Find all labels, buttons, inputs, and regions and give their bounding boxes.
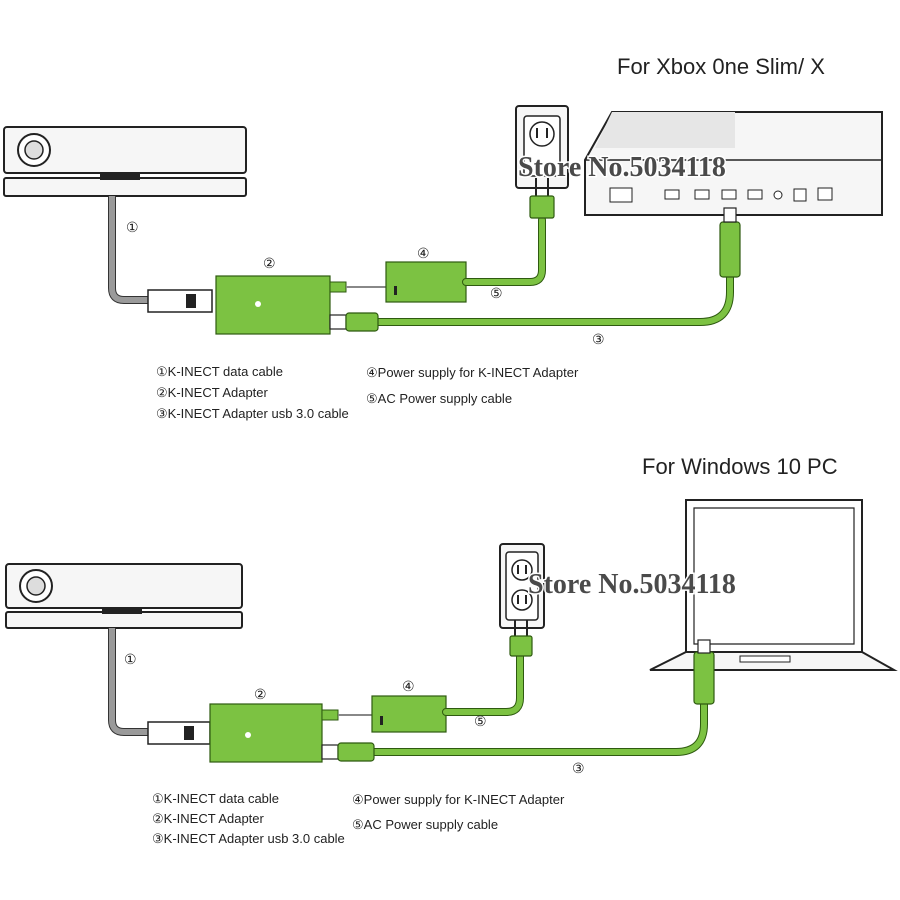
watermark: Store No.5034118 — [518, 152, 726, 183]
legend: ①K-INECT data cable ②K-INECT Adapter ③K-… — [156, 364, 579, 421]
label-5: ⑤ — [474, 713, 487, 729]
legend-item: ③K-INECT Adapter usb 3.0 cable — [152, 831, 345, 846]
power-plug-icon — [509, 620, 533, 657]
laptop-icon — [649, 499, 898, 671]
section-pc: For Windows 10 PC ① ② — [5, 454, 898, 846]
xbox-console-icon — [584, 111, 883, 216]
label-4: ④ — [402, 678, 415, 694]
label-2: ② — [254, 686, 267, 702]
usb-plug-icon — [329, 312, 379, 332]
power-supply-brick — [385, 261, 467, 303]
legend-item: ④Power supply for K-INECT Adapter — [366, 365, 579, 380]
usb-plug-icon — [719, 207, 741, 278]
label-5: ⑤ — [490, 285, 503, 301]
legend-item: ③K-INECT Adapter usb 3.0 cable — [156, 406, 349, 421]
wall-outlet-icon — [515, 105, 569, 189]
label-3: ③ — [572, 760, 585, 776]
legend-item: ②K-INECT Adapter — [156, 385, 269, 400]
label-2: ② — [263, 255, 276, 271]
dc-power-plug-icon — [329, 281, 388, 293]
kinect-adapter — [209, 703, 323, 763]
power-plug-icon — [529, 178, 555, 219]
data-cable-connector — [147, 721, 211, 745]
data-cable-connector — [147, 289, 213, 313]
wall-outlet-icon — [499, 543, 545, 629]
label-1: ① — [126, 219, 139, 235]
legend-item: ⑤AC Power supply cable — [366, 391, 512, 406]
label-3: ③ — [592, 331, 605, 347]
usb-plug-icon — [321, 742, 375, 762]
kinect-sensor-icon — [5, 563, 243, 629]
label-4: ④ — [417, 245, 430, 261]
legend-item: ①K-INECT data cable — [152, 791, 279, 806]
power-supply-brick — [371, 695, 447, 733]
legend-item: ②K-INECT Adapter — [152, 811, 265, 826]
section-title: For Xbox 0ne Slim/ X — [617, 54, 825, 79]
legend-item: ⑤AC Power supply cable — [352, 817, 498, 832]
legend-item: ④Power supply for K-INECT Adapter — [352, 792, 565, 807]
watermark: Store No.5034118 — [528, 569, 736, 600]
kinect-sensor-icon — [3, 126, 247, 197]
legend: ①K-INECT data cable ②K-INECT Adapter ③K-… — [152, 791, 565, 846]
section-xbox: For Xbox 0ne Slim/ X ① ② — [3, 54, 883, 421]
legend-item: ①K-INECT data cable — [156, 364, 283, 379]
usb-plug-icon — [693, 639, 715, 705]
dc-power-plug-icon — [321, 709, 372, 721]
section-title: For Windows 10 PC — [642, 454, 838, 479]
kinect-adapter — [215, 275, 331, 335]
label-1: ① — [124, 651, 137, 667]
